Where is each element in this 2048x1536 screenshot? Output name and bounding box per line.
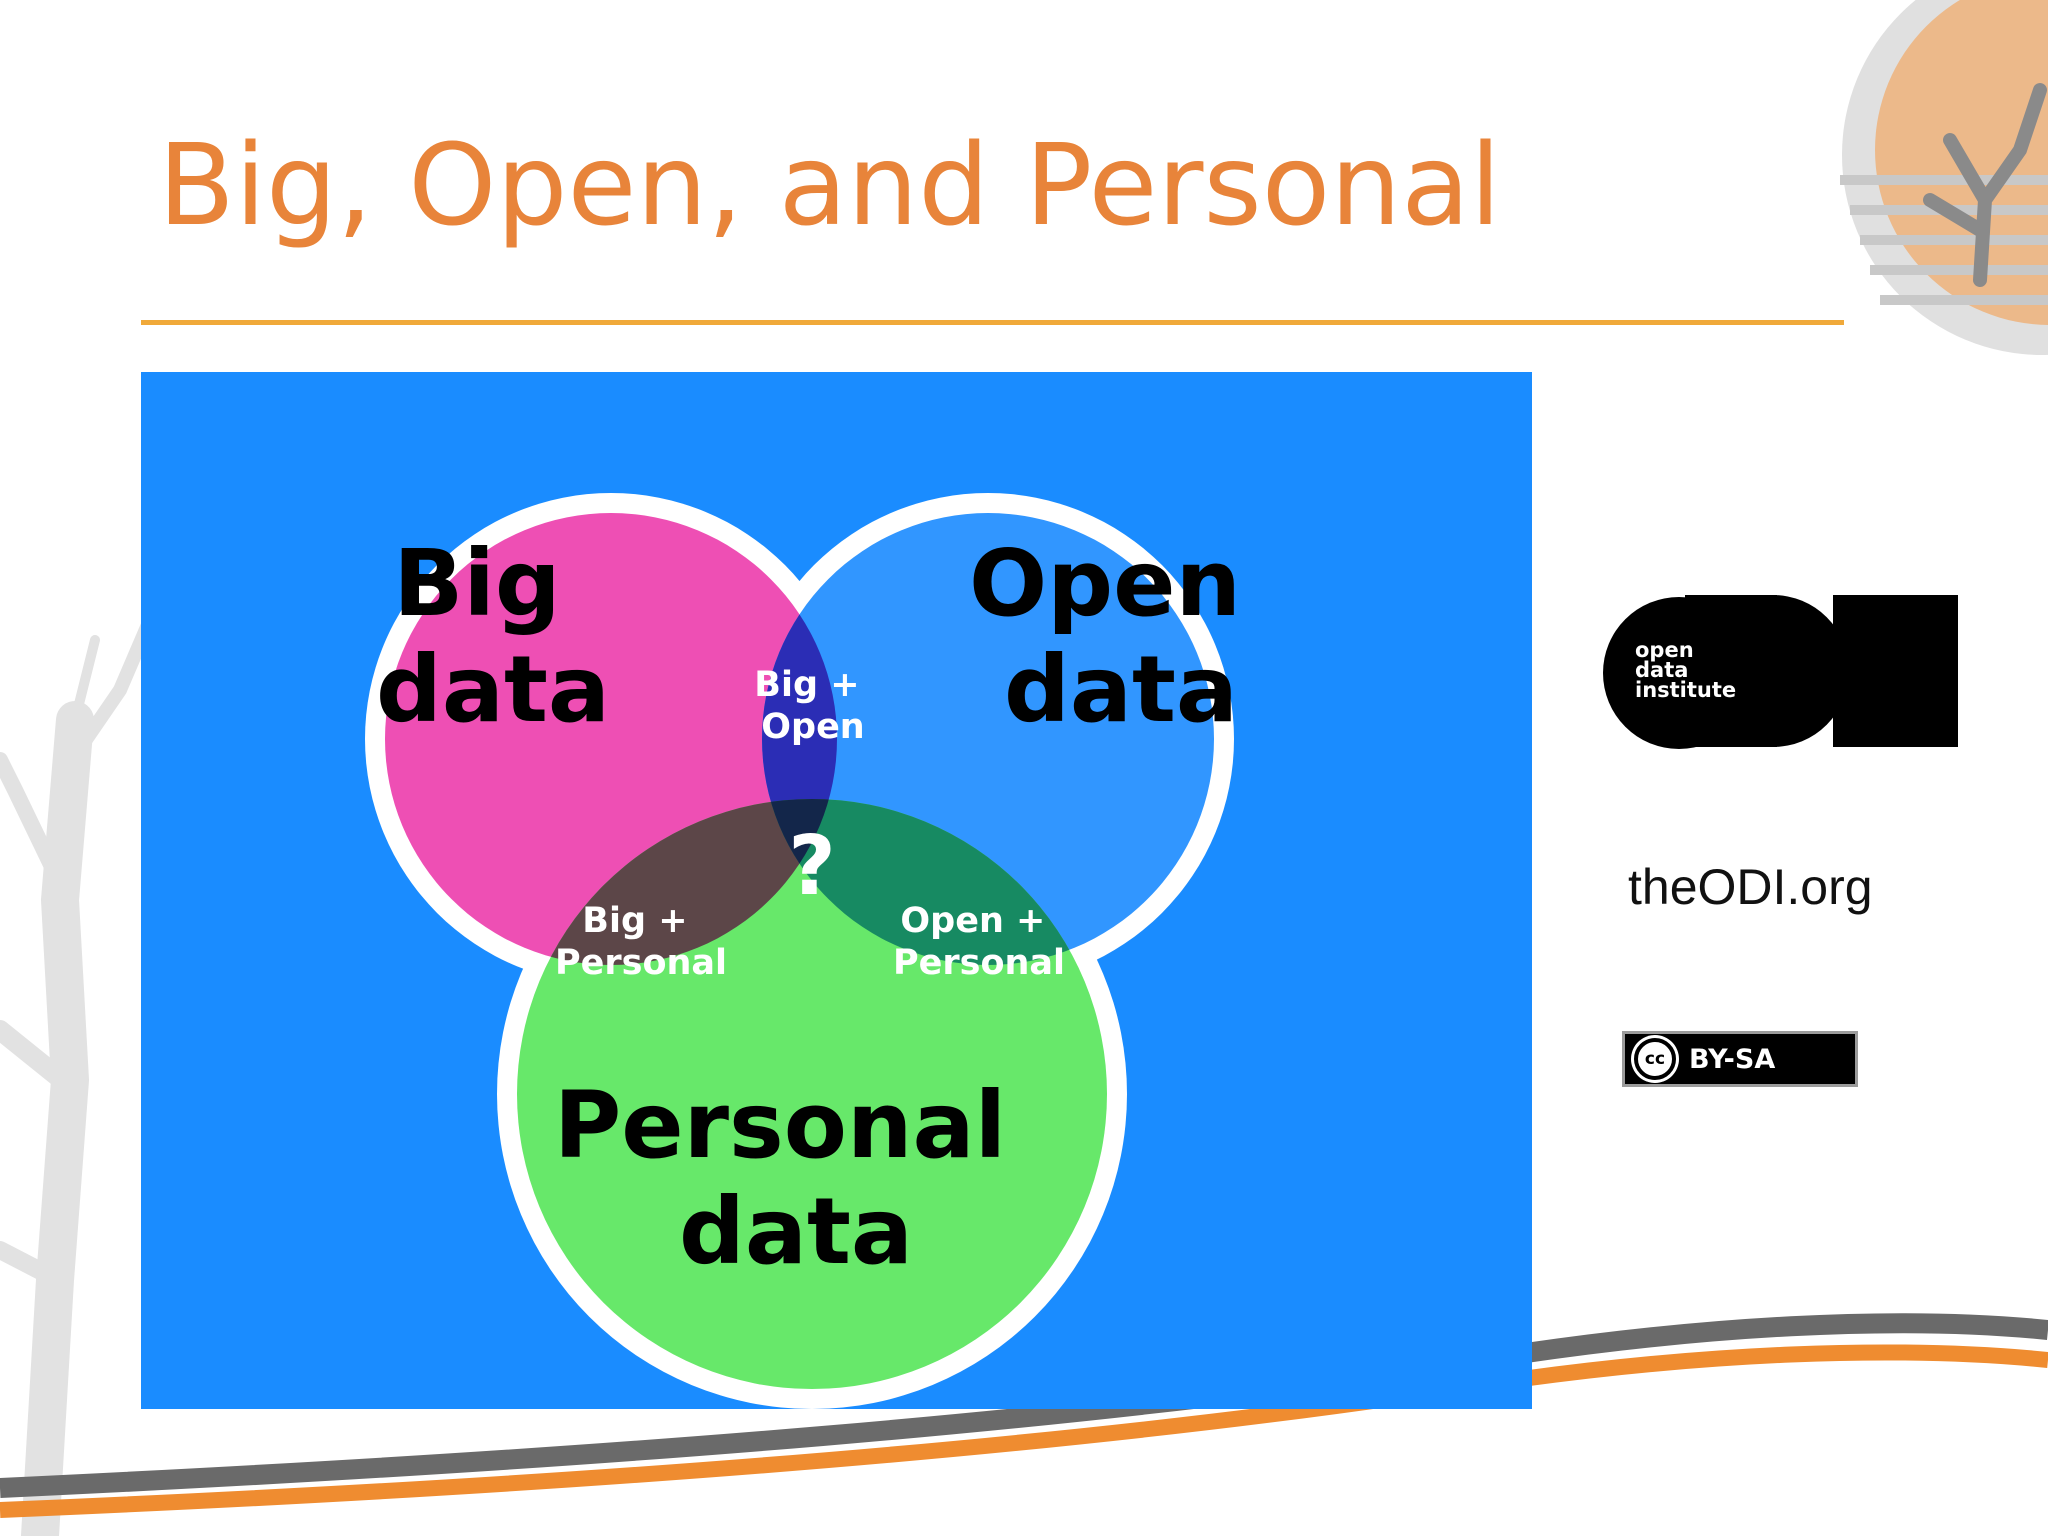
venn-diagram-panel: Big data Open data Personal data Big + O…	[141, 372, 1532, 1409]
big-personal-label: Big + Personal	[555, 901, 727, 983]
open-personal-intersection	[762, 799, 1107, 965]
slide-title: Big, Open, and Personal	[158, 121, 1502, 251]
big-data-label: Big data	[376, 530, 610, 743]
venn-diagram: Big data Open data Personal data Big + O…	[365, 493, 1273, 1409]
personal-data-label: Personal data	[554, 1072, 1038, 1285]
cc-license-badge: cc BY-SA	[1622, 1031, 1858, 1087]
website-url: theODI.org	[1628, 859, 1873, 915]
open-personal-label: Open + Personal	[893, 901, 1065, 983]
odi-logo: open data institute	[1603, 595, 1958, 749]
corner-sun-emblem	[1840, 0, 2048, 355]
cc-icon: cc	[1634, 1038, 1676, 1080]
svg-text:open: open	[1635, 638, 1694, 662]
license-text: BY-SA	[1689, 1043, 1776, 1075]
svg-text:institute: institute	[1635, 678, 1736, 702]
center-question-mark: ?	[788, 819, 836, 914]
open-data-label: Open data	[969, 530, 1273, 743]
tree-silhouette-left	[0, 613, 157, 1536]
title-divider	[141, 320, 1844, 325]
svg-text:data: data	[1635, 658, 1688, 682]
big-personal-intersection	[517, 799, 837, 965]
big-open-label: Big + Open	[754, 665, 871, 747]
